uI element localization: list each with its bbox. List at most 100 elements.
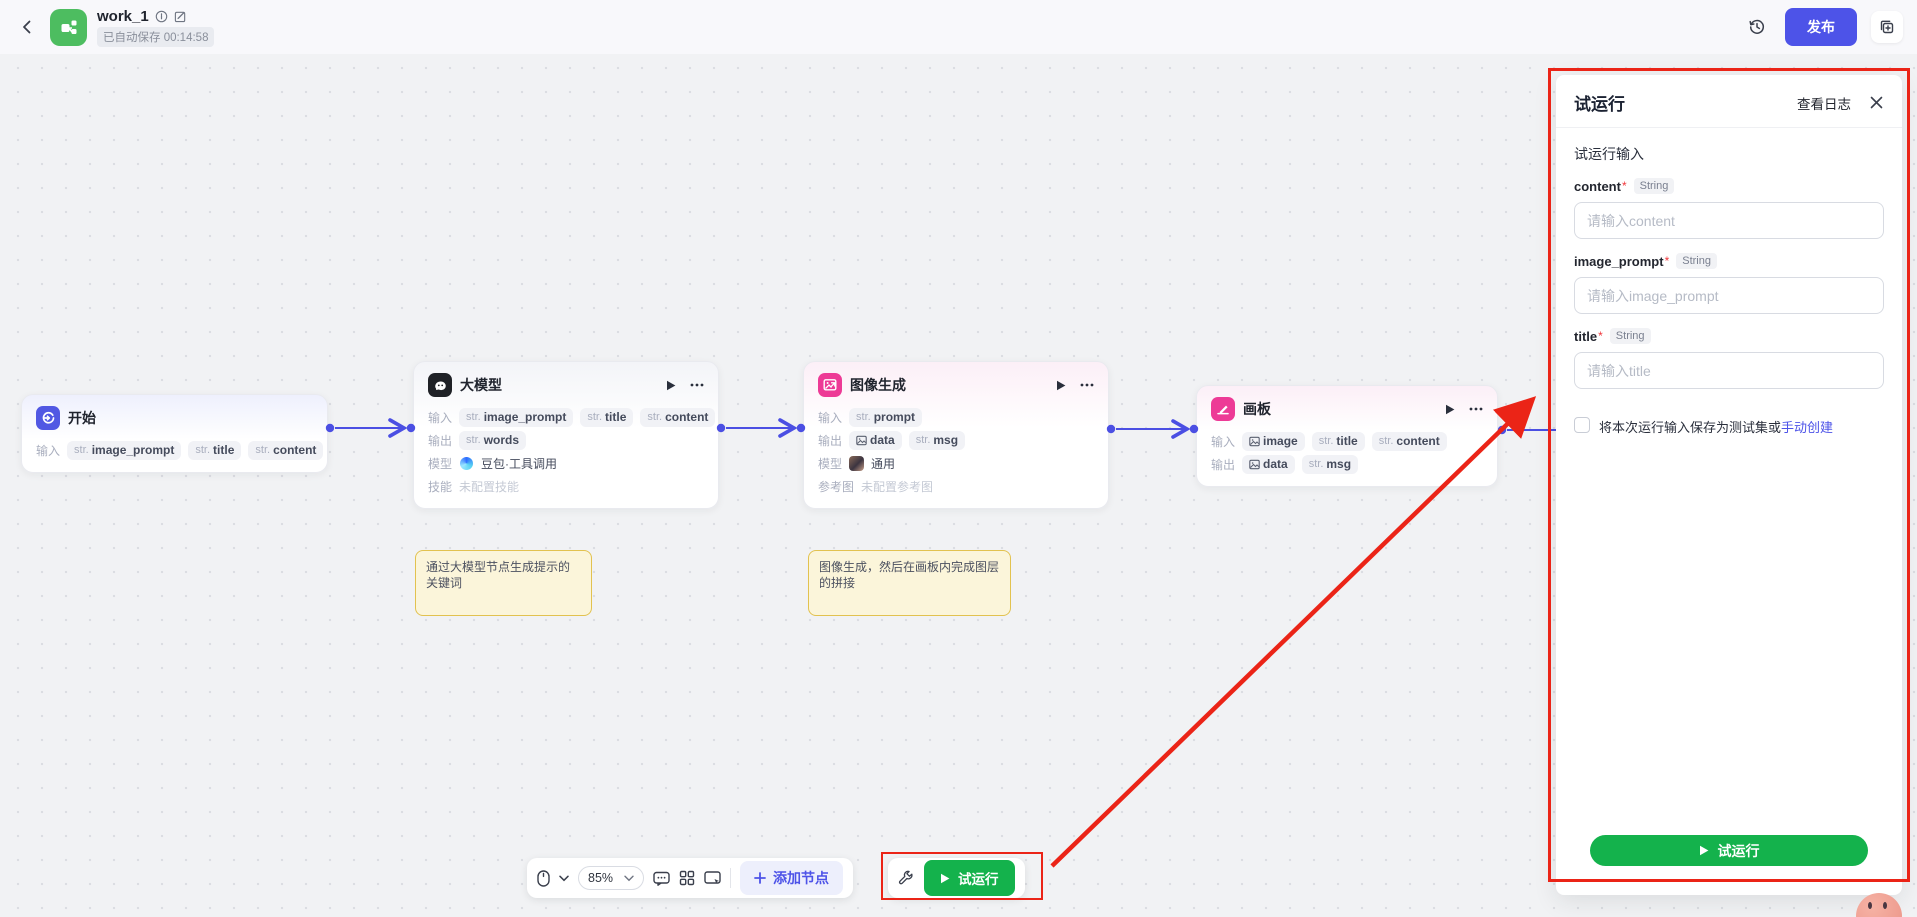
node-title: 开始 <box>68 410 96 426</box>
image-prompt-input[interactable] <box>1574 277 1884 314</box>
doubao-icon <box>459 456 475 471</box>
play-icon <box>941 873 950 883</box>
panel-test-run-label: 试运行 <box>1717 842 1760 859</box>
field-image-prompt-type: String <box>1676 253 1717 269</box>
param-badge: str.words <box>459 431 527 450</box>
cursor-mode-button[interactable] <box>537 869 550 887</box>
autosave-badge: 已自动保存 00:14:58 <box>97 26 215 47</box>
panel-test-run-button[interactable]: 试运行 <box>1590 835 1868 866</box>
board-cursor-icon <box>704 870 721 884</box>
play-icon <box>1057 380 1066 390</box>
wrench-icon <box>898 870 913 885</box>
sticky-note[interactable]: 图像生成，然后在画板内完成图层的拼接 <box>808 550 1011 616</box>
field-title-type: String <box>1609 328 1651 344</box>
debug-tools-button[interactable] <box>898 870 914 886</box>
required-mark: * <box>1621 179 1627 193</box>
avatar-icon <box>849 456 865 471</box>
edit-icon[interactable] <box>174 10 187 23</box>
node-title: 大模型 <box>460 377 502 393</box>
node-run-button[interactable] <box>666 380 676 391</box>
cursor-mode-chevron[interactable] <box>559 875 569 882</box>
title-input[interactable] <box>1574 352 1884 389</box>
back-button[interactable] <box>14 14 40 40</box>
param-badge: str.title <box>188 441 242 460</box>
test-run-button[interactable]: 试运行 <box>924 860 1015 896</box>
play-icon <box>1446 404 1455 414</box>
param-badge: str.msg <box>1301 455 1359 474</box>
history-button[interactable] <box>1743 13 1771 41</box>
param-badge: str.title <box>1311 432 1365 451</box>
node-more-button[interactable] <box>690 383 704 387</box>
publish-button[interactable]: 发布 <box>1785 8 1857 46</box>
toolbar-divider <box>730 868 731 888</box>
board-icon <box>1211 397 1235 421</box>
content-input[interactable] <box>1574 202 1884 239</box>
comment-icon <box>653 871 670 886</box>
add-node-button[interactable]: 添加节点 <box>740 861 843 895</box>
comments-button[interactable] <box>653 871 670 886</box>
start-icon <box>36 406 60 430</box>
node-title: 画板 <box>1243 401 1271 417</box>
close-panel-button[interactable] <box>1869 95 1884 110</box>
param-badge: str.prompt <box>849 408 923 427</box>
zoom-select[interactable]: 85% <box>578 866 644 890</box>
canvas-toolbar: 85% 添加节点 <box>527 858 853 898</box>
plus-icon <box>754 872 766 884</box>
image-type-icon <box>1249 436 1260 447</box>
image-generation-icon <box>818 373 842 397</box>
save-testset-label: 将本次运行输入保存为测试集或手动创建 <box>1599 420 1834 435</box>
image-type-icon <box>856 435 867 446</box>
required-mark: * <box>1664 254 1670 268</box>
mouse-icon <box>537 869 550 887</box>
run-toolbar: 试运行 <box>888 858 1025 898</box>
field-content-name: content <box>1574 178 1621 194</box>
param-badge: str.image_prompt <box>459 408 574 427</box>
image-type-icon <box>1249 459 1260 470</box>
play-icon <box>1699 845 1708 856</box>
info-icon[interactable] <box>155 10 168 23</box>
node-more-button[interactable] <box>1080 383 1094 387</box>
chevron-down-icon <box>624 875 634 881</box>
view-logs-link[interactable]: 查看日志 <box>1797 96 1851 112</box>
node-run-button[interactable] <box>1445 404 1455 415</box>
param-badge: data <box>849 431 902 450</box>
node-more-button[interactable] <box>1469 407 1483 411</box>
add-node-label: 添加节点 <box>773 870 829 886</box>
history-clock-icon <box>1749 19 1764 34</box>
layout-grid-icon <box>679 870 695 886</box>
sticky-note[interactable]: 通过大模型节点生成提示的关键词 <box>415 550 592 616</box>
board-select-button[interactable] <box>704 870 721 886</box>
param-badge: image <box>1242 432 1305 451</box>
close-icon <box>1870 96 1883 109</box>
node-row: 技能未配置技能 <box>428 480 520 494</box>
param-badge: data <box>1242 455 1295 474</box>
param-badge: str.content <box>248 441 324 460</box>
panel-section-title: 试运行输入 <box>1574 146 1644 162</box>
llm-model-icon <box>428 373 452 397</box>
more-dots-icon <box>690 383 704 387</box>
field-title: title* String <box>1574 328 1884 389</box>
node-run-button[interactable] <box>1056 380 1066 391</box>
save-testset-checkbox[interactable] <box>1574 417 1590 433</box>
layout-button[interactable] <box>679 870 695 886</box>
play-icon <box>667 380 676 390</box>
panel-title: 试运行 <box>1574 95 1625 114</box>
node-row: 模型通用 <box>818 456 896 471</box>
field-content: content* String <box>1574 178 1884 239</box>
test-run-panel: 试运行 查看日志 试运行输入 content* String image_pro… <box>1556 75 1902 895</box>
param-badge: str.msg <box>908 431 966 450</box>
param-badge: str.image_prompt <box>67 441 182 460</box>
manual-create-link[interactable]: 手动创建 <box>1781 420 1834 435</box>
param-badge: str.content <box>1371 432 1447 451</box>
duplicate-window-button[interactable] <box>1871 11 1903 43</box>
chevron-down-icon <box>559 875 569 881</box>
